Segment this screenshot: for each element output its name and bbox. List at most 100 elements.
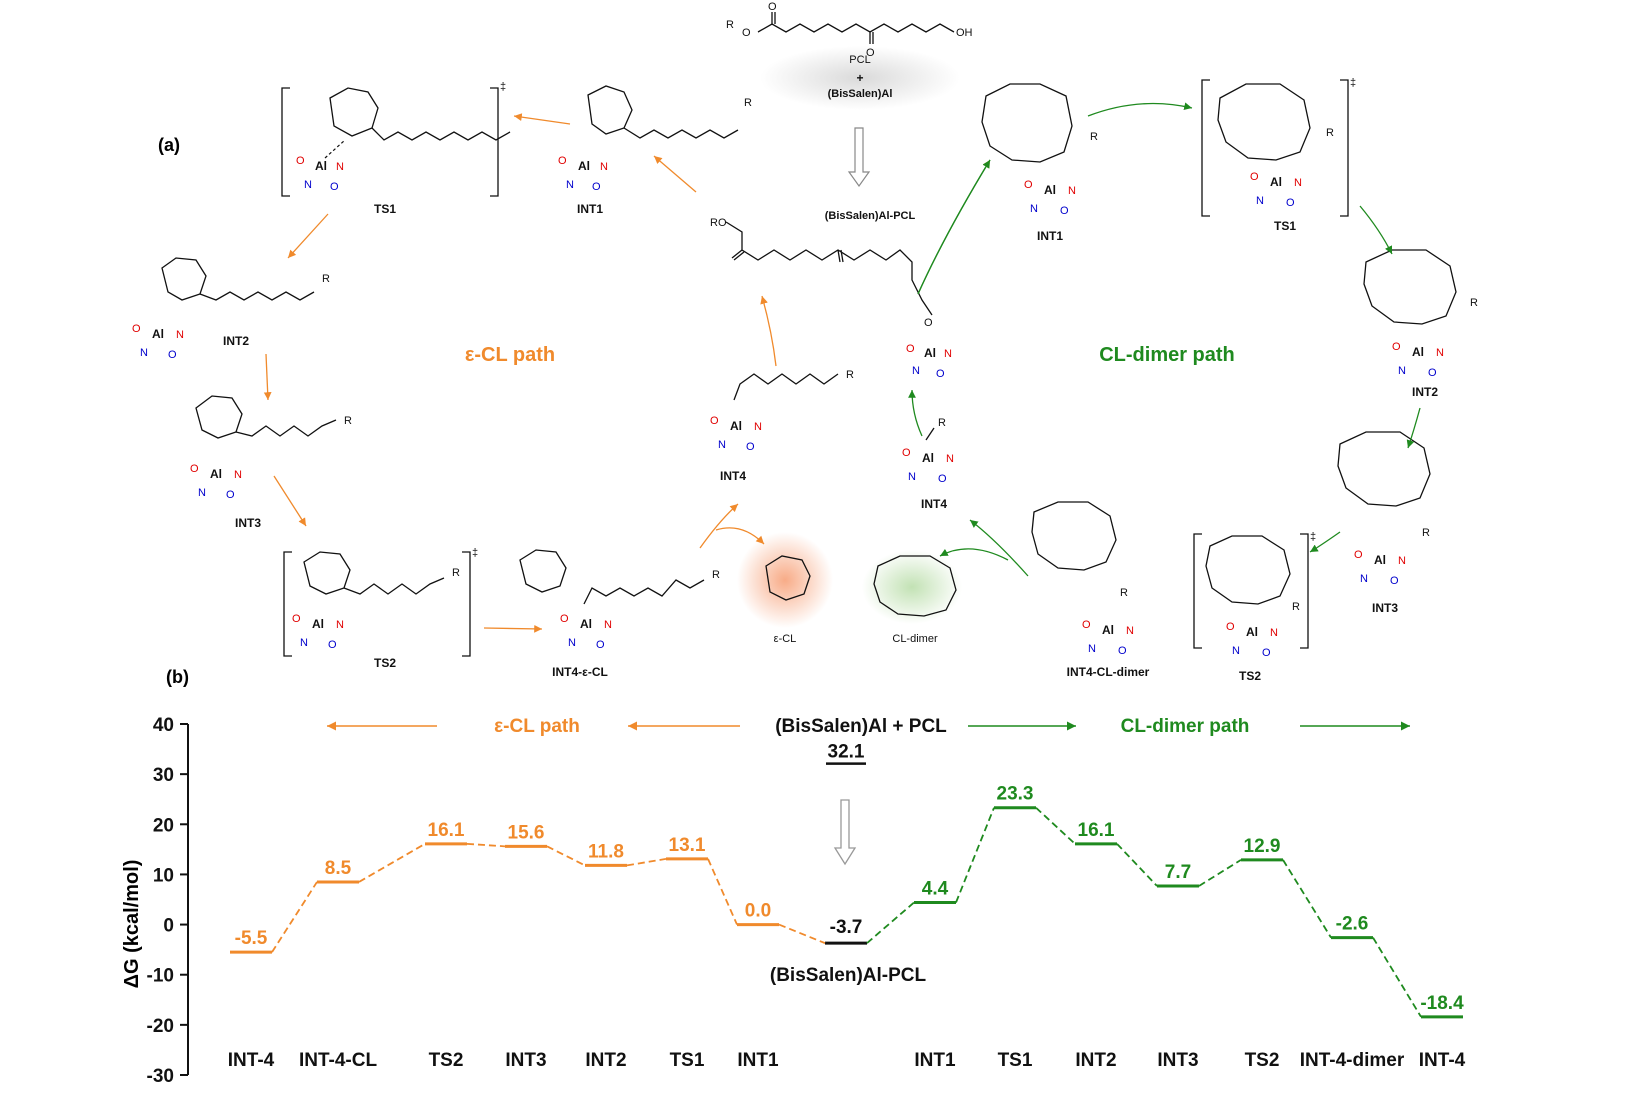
svg-text:TS2: TS2 <box>374 656 396 670</box>
ecl-connector <box>358 843 426 883</box>
svg-text:N: N <box>944 348 952 360</box>
svg-text:N: N <box>1436 347 1444 359</box>
y-tick-label: 40 <box>153 715 174 736</box>
svg-text:N: N <box>600 161 608 173</box>
svg-text:N: N <box>718 439 726 451</box>
svg-text:INT4-CL-dimer: INT4-CL-dimer <box>1067 665 1150 679</box>
panel-b: (b) (BisSalen)Al + PCL ε-CL path CL-dime… <box>121 667 1466 1087</box>
svg-text:R: R <box>846 369 854 381</box>
svg-text:O: O <box>1118 645 1127 657</box>
svg-text:Al: Al <box>730 419 742 433</box>
ecl-connector <box>466 842 506 848</box>
svg-text:O: O <box>1392 341 1401 353</box>
svg-text:O: O <box>718 217 727 229</box>
dimer-int2: Al O N N O R INT2 <box>1363 249 1478 399</box>
dimer-ts2: ‡ Al O N N O R TS2 <box>1193 531 1316 683</box>
dimer-connector <box>1198 859 1242 887</box>
svg-text:N: N <box>1068 185 1076 197</box>
svg-text:Al: Al <box>1270 175 1282 189</box>
ecl-path-label-b: ε-CL path <box>494 716 580 737</box>
svg-text:O: O <box>768 1 777 13</box>
svg-text:R: R <box>1422 527 1430 539</box>
ecl-connector <box>626 857 667 867</box>
svg-text:R: R <box>1120 587 1128 599</box>
ecl-value-label: 15.6 <box>508 822 545 843</box>
svg-text:N: N <box>568 637 576 649</box>
ecl-value-label: 11.8 <box>588 841 624 862</box>
svg-text:Al: Al <box>924 346 936 360</box>
dimer-connector <box>1282 859 1332 939</box>
catalyst-label: (BisSalen)Al <box>828 88 893 100</box>
svg-text:N: N <box>912 365 920 377</box>
svg-text:O: O <box>558 155 567 167</box>
reference-label: (BisSalen)Al + PCL <box>775 716 947 737</box>
svg-text:O: O <box>742 27 751 39</box>
svg-text:R: R <box>452 567 460 579</box>
svg-text:N: N <box>198 487 206 499</box>
dimer-category-label: TS1 <box>998 1050 1033 1071</box>
svg-text:N: N <box>140 347 148 359</box>
svg-text:O: O <box>168 349 177 361</box>
svg-text:R: R <box>1470 297 1478 309</box>
dimer-connector <box>955 807 995 903</box>
svg-text:INT1: INT1 <box>577 202 603 216</box>
ecl-value-label: 13.1 <box>669 835 706 856</box>
svg-text:INT1: INT1 <box>1037 229 1063 243</box>
svg-text:O: O <box>1354 549 1363 561</box>
svg-text:O: O <box>924 317 933 329</box>
svg-text:R: R <box>1326 127 1334 139</box>
svg-text:O: O <box>866 47 875 59</box>
ecl-category-label: INT-4-CL <box>299 1050 378 1071</box>
dimer-value-label: 7.7 <box>1165 862 1191 883</box>
y-tick-label: 30 <box>153 765 174 786</box>
y-tick-label: -20 <box>147 1016 174 1037</box>
pcl-chain <box>757 23 955 33</box>
svg-text:O: O <box>132 323 141 335</box>
svg-text:O: O <box>1060 205 1069 217</box>
dimer-category-label: INT-4 <box>1419 1050 1466 1071</box>
svg-text:R: R <box>1090 131 1098 143</box>
svg-text:O: O <box>596 639 605 651</box>
svg-text:O: O <box>1082 619 1091 631</box>
svg-text:O: O <box>292 613 301 625</box>
bissalen-pcl-label: (BisSalen)Al-PCL <box>825 210 916 222</box>
svg-text:Al: Al <box>312 617 324 631</box>
svg-text:N: N <box>1232 645 1240 657</box>
ecl-category-label: INT3 <box>505 1050 546 1071</box>
svg-text:R: R <box>322 273 330 285</box>
dimer-int4: R Al O N N O INT4 <box>902 417 954 511</box>
svg-text:O: O <box>902 447 911 459</box>
svg-text:R: R <box>726 19 734 31</box>
panel-b-label: (b) <box>166 667 189 687</box>
arrows-a <box>263 102 1421 633</box>
svg-text:N: N <box>304 179 312 191</box>
svg-text:Al: Al <box>1374 553 1386 567</box>
ecl-value-label: 16.1 <box>428 820 465 841</box>
svg-text:INT4-ε-CL: INT4-ε-CL <box>552 665 608 679</box>
y-tick-label: 0 <box>163 916 174 937</box>
y-tick-label: -30 <box>147 1066 174 1087</box>
svg-text:R: R <box>712 569 720 581</box>
svg-text:TS1: TS1 <box>1274 219 1296 233</box>
ecl-int4-ecl: Al O N N O R INT4-ε-CL <box>519 549 720 679</box>
reactant-glow <box>760 46 960 110</box>
dimer-connector <box>866 901 915 944</box>
dimer-value-label: 23.3 <box>997 784 1034 805</box>
dimer-connector <box>1372 937 1422 1018</box>
reference-value-label: 32.1 <box>828 742 865 763</box>
svg-text:N: N <box>566 179 574 191</box>
dimer-value-label: -2.6 <box>1336 914 1369 935</box>
dimer-path-label-b: CL-dimer path <box>1121 716 1250 737</box>
dimer-category-label: INT1 <box>914 1050 956 1071</box>
svg-text:O: O <box>936 368 945 380</box>
svg-text:Al: Al <box>152 327 164 341</box>
center-bottom-label: (BisSalen)Al-PCL <box>770 965 927 986</box>
svg-text:O: O <box>190 463 199 475</box>
svg-text:INT4: INT4 <box>720 469 746 483</box>
svg-text:INT2: INT2 <box>1412 385 1438 399</box>
svg-text:O: O <box>1390 575 1399 587</box>
dimer-value-label: 4.4 <box>922 879 949 900</box>
svg-text:Al: Al <box>1246 625 1258 639</box>
y-axis-title: ΔG (kcal/mol) <box>121 860 143 989</box>
